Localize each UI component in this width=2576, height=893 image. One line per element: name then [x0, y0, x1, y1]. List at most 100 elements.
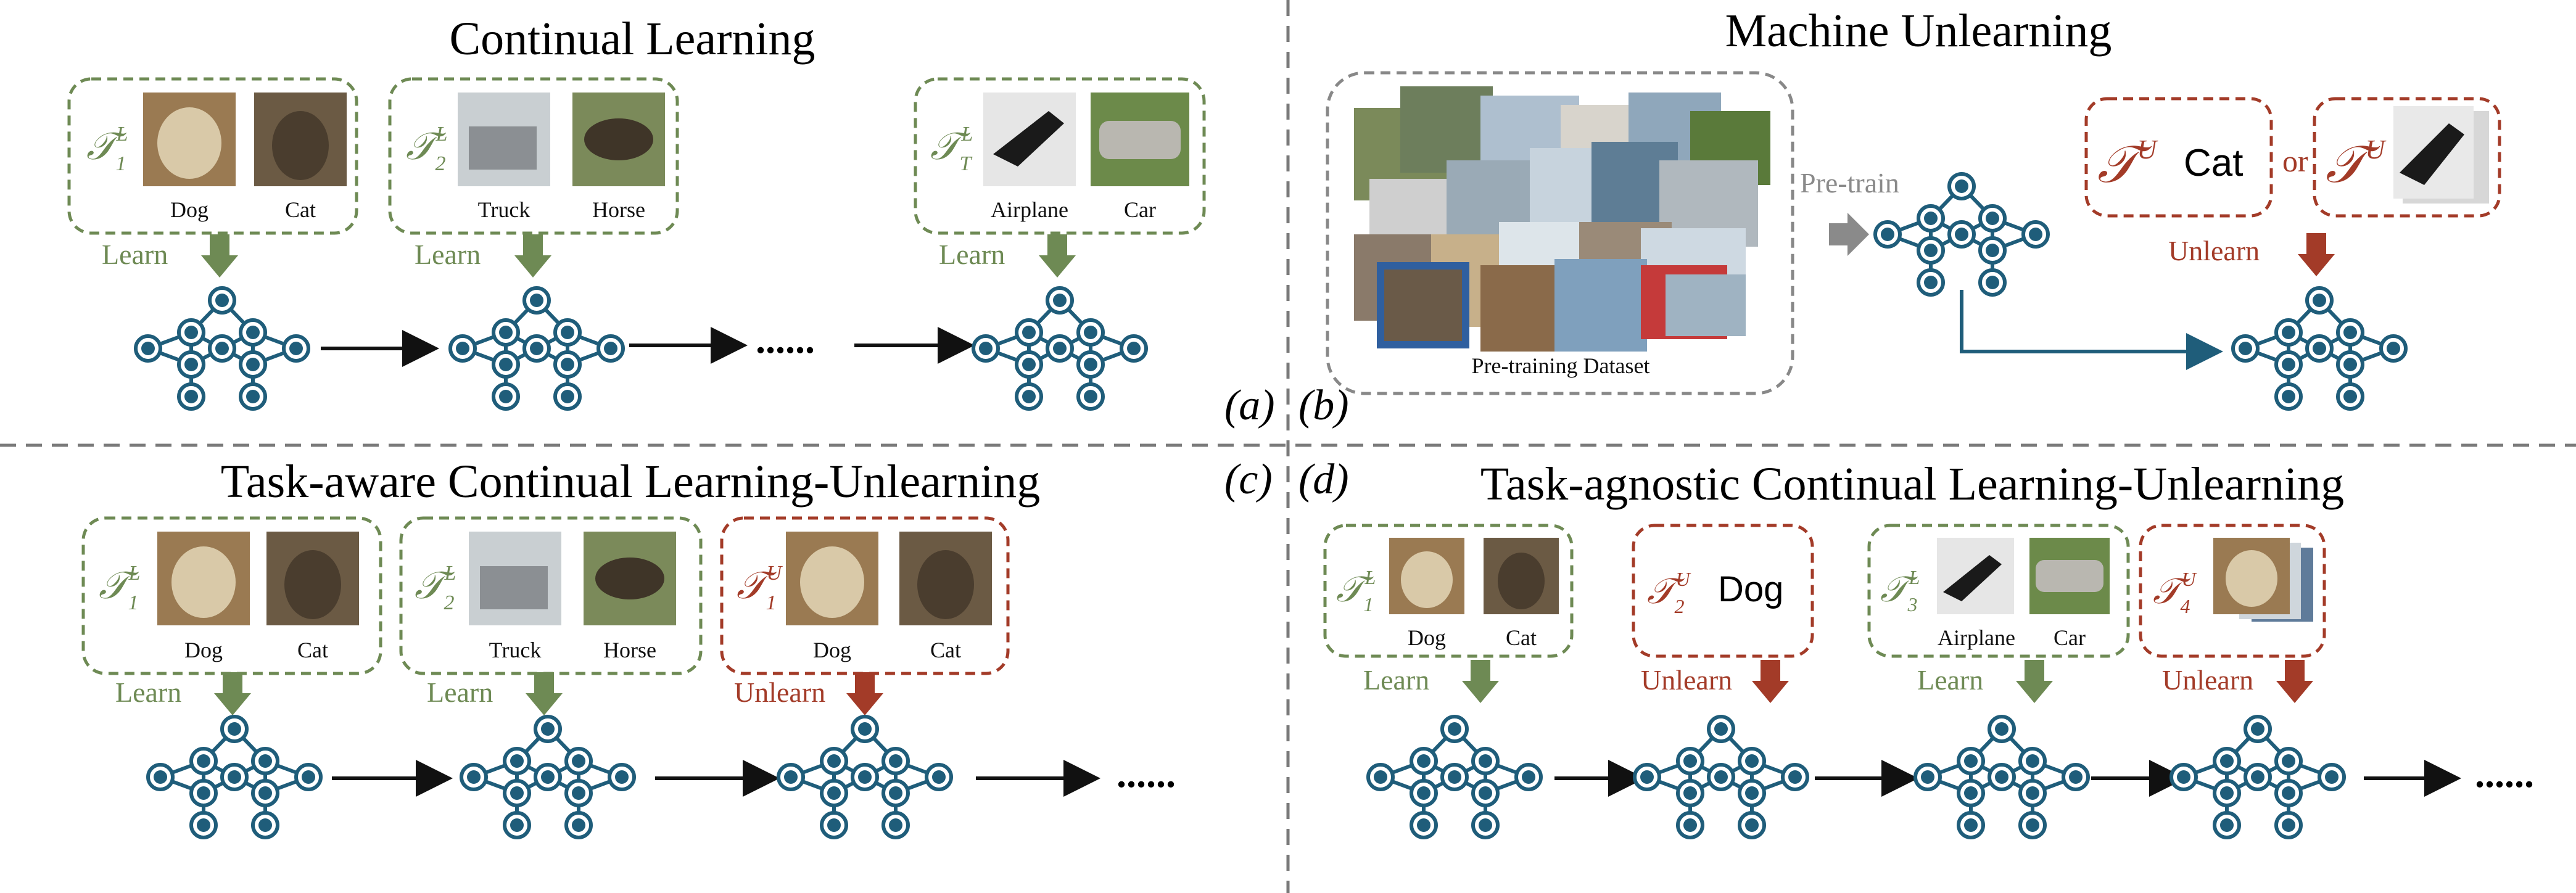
task-box-frame	[67, 77, 358, 235]
dog-thumbnail-subject	[157, 107, 221, 179]
task-symbol: 𝒯4U	[2153, 568, 2197, 617]
network-icon	[461, 717, 634, 837]
network-icon	[1915, 717, 2088, 837]
unlearn-arrow-icon	[846, 672, 883, 715]
horse-thumbnail-subject	[595, 558, 664, 599]
panel-b-title: Machine Unlearning	[1725, 5, 2112, 57]
dataset-collage	[1354, 86, 1770, 352]
panel-c: Task-aware Continual Learning-Unlearning…	[81, 456, 1176, 837]
learn-label: Learn	[1363, 664, 1429, 696]
item-caption: Car	[1124, 197, 1156, 222]
task-box: 𝒯2U Dog	[1632, 524, 1814, 658]
forget-word: Dog	[1718, 569, 1783, 609]
item-caption: Cat	[297, 638, 328, 662]
panel-tag-a: (a)	[1224, 382, 1275, 429]
panel-b: Machine Unlearning Pre-tra	[1326, 5, 2501, 409]
learn-arrow-icon	[214, 672, 251, 715]
item-caption: Dog	[1408, 625, 1446, 650]
unlearn-flow-arrow	[1960, 290, 2223, 370]
learn-label: Learn	[427, 677, 493, 708]
cat-thumbnail-subject	[272, 111, 329, 180]
task-symbol: 𝒯2U	[1647, 568, 1691, 617]
ellipsis: ......	[756, 318, 815, 361]
task-symbol: 𝒯1U	[737, 562, 783, 614]
pretraining-dataset-frame	[1326, 71, 1794, 395]
item-caption: Horse	[592, 197, 645, 222]
item-caption: Car	[2054, 625, 2086, 650]
unlearn-label: Unlearn	[734, 677, 825, 708]
learn-arrow-icon	[1039, 234, 1076, 278]
horse-thumbnail-subject	[584, 118, 653, 160]
cat-thumbnail-subject	[917, 550, 974, 619]
dog-thumbnail-subject	[1401, 551, 1453, 608]
or-label: or	[2282, 144, 2308, 178]
network-icon	[2171, 717, 2344, 837]
panel-a: Continual Learning 𝒯1L Dog Cat Learn 𝒯2L…	[67, 13, 1206, 409]
panel-d-title: Task-agnostic Continual Learning-Unlearn…	[1480, 458, 2344, 510]
network-icon	[136, 288, 308, 409]
task-box: 𝒯2L Truck Horse	[399, 516, 703, 675]
learn-label: Learn	[115, 677, 181, 708]
pretrained-network-icon	[1875, 174, 2048, 295]
pretrain-label: Pre-train	[1800, 167, 1899, 199]
task-box: 𝒯1L Dog Cat	[1323, 524, 1574, 658]
item-caption: Dog	[170, 197, 208, 222]
learn-label: Learn	[1917, 664, 1983, 696]
task-box: 𝒯1L Dog Cat	[81, 516, 382, 675]
unlearn-arrow-icon	[1752, 660, 1789, 703]
panel-a-title: Continual Learning	[449, 13, 815, 65]
learn-label: Learn	[102, 239, 168, 270]
unlearn-arrow-icon	[2276, 660, 2313, 703]
forget-set-box	[2084, 97, 2273, 218]
task-box-frame	[1867, 524, 2130, 658]
task-symbol: 𝒯TL	[930, 123, 973, 175]
item-caption: Dog	[184, 638, 223, 662]
panel-tag-c: (c)	[1224, 456, 1273, 503]
network-icon	[1368, 717, 1541, 837]
learn-arrow-icon	[201, 234, 238, 278]
item-caption: Dog	[813, 638, 851, 662]
item-caption: Cat	[930, 638, 961, 662]
task-box-frame	[914, 77, 1206, 235]
task-box: 𝒯3L Airplane Car	[1867, 524, 2130, 658]
task-symbol: 𝒯3L	[1880, 566, 1920, 615]
network-icon	[973, 288, 1146, 409]
learn-label: Learn	[415, 239, 481, 270]
airplane-thumbnail-subject	[993, 111, 1064, 167]
item-caption: Cat	[1506, 625, 1537, 650]
forget-word: Cat	[2184, 142, 2243, 184]
item-caption: Airplane	[991, 197, 1068, 222]
ellipsis: ......	[2475, 752, 2534, 796]
cat-thumbnail-subject	[284, 550, 341, 619]
task-box: 𝒯2L Truck Horse	[388, 77, 679, 235]
car-thumbnail-subject	[1099, 121, 1181, 159]
unlearn-arrow-icon	[2298, 233, 2335, 276]
network-icon	[778, 717, 951, 837]
item-caption: Airplane	[1938, 625, 2015, 650]
item-caption: Truck	[478, 197, 530, 222]
task-box: 𝒯1U Dog Cat	[720, 516, 1010, 675]
task-box: 𝒯4U	[2139, 524, 2326, 658]
panel-tag-b: (b)	[1298, 382, 1349, 429]
panel-tag-d: (d)	[1298, 456, 1349, 503]
task-box-frame	[720, 516, 1010, 675]
task-symbol: 𝒯1L	[1336, 566, 1376, 615]
unlearned-network-icon	[2233, 288, 2406, 409]
task-symbol: 𝒯1L	[86, 123, 128, 175]
learn-arrow-icon	[1462, 660, 1499, 703]
task-box-frame	[2139, 524, 2326, 658]
task-box-frame	[81, 516, 382, 675]
dog-thumbnail-subject	[2226, 550, 2277, 607]
learn-arrow-icon	[526, 672, 563, 715]
airplane-thumbnail-subject	[1943, 555, 2002, 601]
task-box: 𝒯1L Dog Cat	[67, 77, 358, 235]
forget-image-box	[2313, 97, 2501, 218]
task-symbol: 𝒯1L	[99, 562, 140, 614]
learn-arrow-icon	[514, 234, 551, 278]
dog-thumbnail-subject	[800, 546, 864, 618]
item-caption: Truck	[489, 638, 542, 662]
unlearn-label: Unlearn	[1641, 664, 1732, 696]
forget-symbol: 𝒯U	[2097, 134, 2158, 194]
task-symbol: 𝒯2L	[415, 562, 456, 614]
